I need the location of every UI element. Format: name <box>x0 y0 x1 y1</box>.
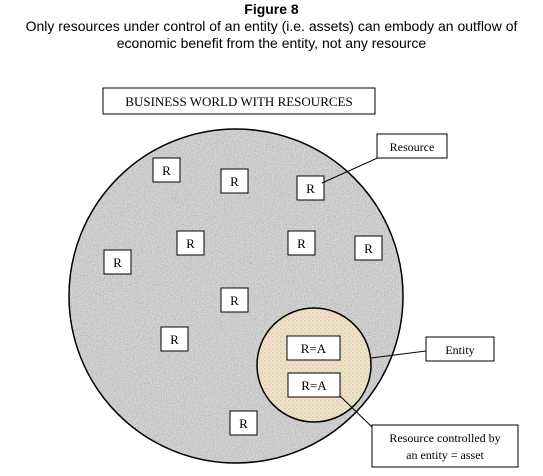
asset-tag: R=A <box>301 341 327 356</box>
resource-tag: R <box>162 163 171 178</box>
entity-callout: Entity <box>370 336 495 362</box>
entity-callout-label: Entity <box>445 343 474 357</box>
resource-box: R <box>152 157 181 183</box>
resource-tag: R <box>230 293 239 308</box>
world-label: BUSINESS WORLD WITH RESOURCES <box>125 94 352 109</box>
caption-line-2: economic benefit from the entity, not an… <box>116 35 427 51</box>
asset-box: R=A <box>287 372 341 398</box>
figure-title: Figure 8 <box>244 1 299 17</box>
resource-tag: R <box>113 255 122 270</box>
resource-box: R <box>160 326 189 352</box>
figure-caption: Only resources under control of an entit… <box>0 18 543 52</box>
resource-box: R <box>354 235 383 261</box>
resource-callout-line <box>321 155 383 184</box>
resource-tag: R <box>186 236 195 251</box>
resource-callout-label: Resource <box>390 140 435 154</box>
resource-tag: R <box>239 416 248 431</box>
world-label-box: BUSINESS WORLD WITH RESOURCES <box>102 87 376 115</box>
entity-circle <box>256 307 372 423</box>
resource-tag: R <box>170 332 179 347</box>
resource-box: R <box>103 249 132 275</box>
asset-callout-line <box>339 395 373 428</box>
resource-box: R <box>220 287 249 313</box>
asset-tag: R=A <box>301 378 327 393</box>
asset-callout: Resource controlled by an entity = asset <box>339 395 519 468</box>
resource-tag: R <box>364 241 373 256</box>
entity-callout-line <box>370 350 427 359</box>
resource-tag: R <box>230 174 239 189</box>
resource-box: R <box>229 410 258 436</box>
resource-callout: Resource <box>321 133 448 184</box>
asset-box: R=A <box>286 335 341 361</box>
resource-box: R <box>287 230 316 256</box>
caption-line-1: Only resources under control of an entit… <box>25 18 518 34</box>
resource-tag: R <box>306 181 315 196</box>
asset-callout-line1: Resource controlled by <box>389 431 500 445</box>
asset-callout-line2: an entity = asset <box>406 448 484 462</box>
resource-box: R <box>220 168 249 194</box>
resource-box: R <box>296 175 325 201</box>
resource-tag: R <box>297 236 306 251</box>
resource-box: R <box>176 230 205 256</box>
